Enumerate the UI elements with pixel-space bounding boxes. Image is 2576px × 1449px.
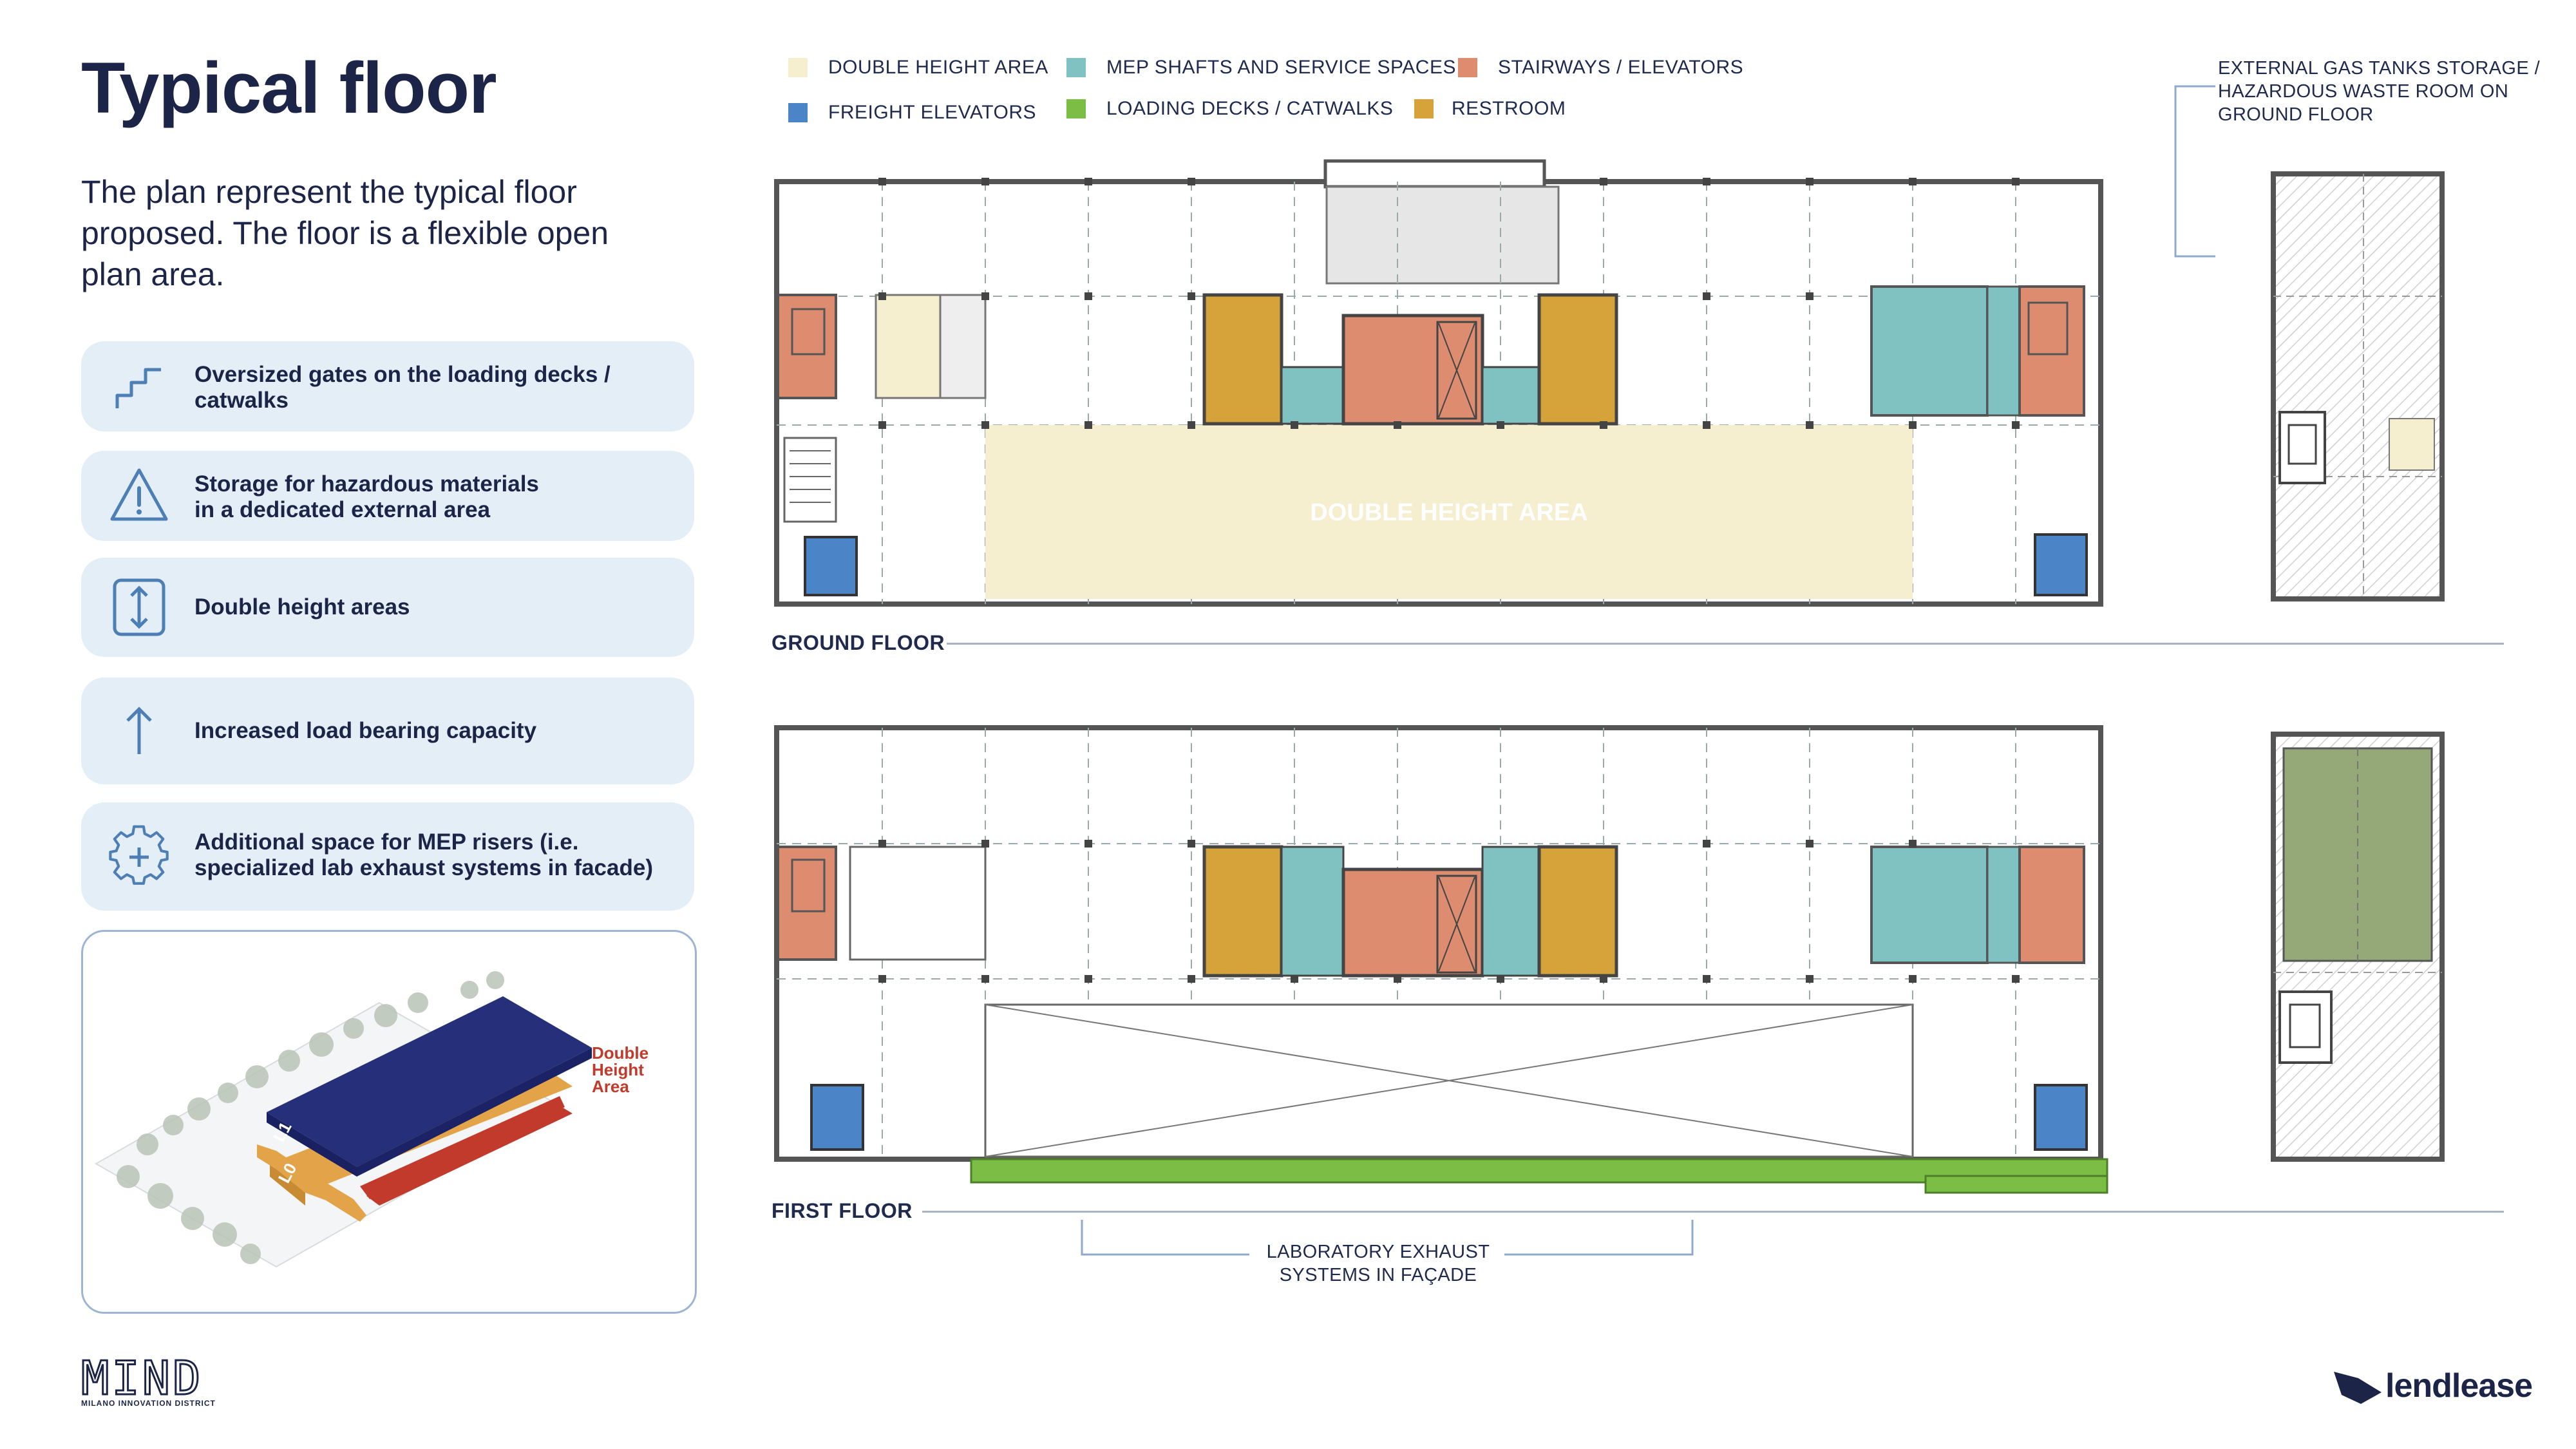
- feature-card-gates: Oversized gates on the loading decks / c…: [81, 341, 694, 431]
- gear-plus-icon: [109, 825, 169, 885]
- feature-card-mep: Additional space for MEP risers (i.e. sp…: [81, 802, 694, 911]
- warning-triangle-icon: [110, 468, 168, 521]
- lendlease-mark-icon: [2334, 1372, 2382, 1404]
- stairs-icon: [115, 368, 161, 408]
- external-storage-note: EXTERNAL GAS TANKS STORAGE / HAZARDOUS W…: [2218, 58, 2541, 125]
- external-note-bracket: [2174, 85, 2215, 258]
- legend-label: FREIGHT ELEVATORS: [828, 102, 1037, 123]
- first-floor-rule: [922, 1211, 2504, 1213]
- ground-floor-rule: [947, 643, 2504, 645]
- feature-label: Increased load bearing capacity: [194, 718, 537, 743]
- feature-label: Storage for hazardous materials in a ded…: [194, 471, 539, 522]
- feature-label: Additional space for MEP risers (i.e. sp…: [194, 829, 653, 880]
- feature-card-double-height: Double height areas: [81, 558, 694, 657]
- legend-swatch-mep: [1066, 58, 1086, 77]
- intro-text: The plan represent the typical floor pro…: [81, 174, 609, 292]
- legend-swatch-double-height: [788, 58, 808, 77]
- mind-logo-text: MIND: [80, 1351, 204, 1405]
- legend-label: DOUBLE HEIGHT AREA: [828, 57, 1048, 78]
- first-floor-plan: [774, 725, 2108, 1194]
- exhaust-note: LABORATORY EXHAUST SYSTEMS IN FAÇADE: [1266, 1242, 1490, 1285]
- ground-floor-plan: DOUBLE HEIGHT AREA: [774, 159, 2103, 607]
- legend-swatch-stairways: [1458, 58, 1477, 77]
- legend-label: LOADING DECKS / CATWALKS: [1106, 98, 1394, 119]
- legend-label: RESTROOM: [1452, 98, 1566, 119]
- legend-swatch-restroom: [1414, 99, 1434, 118]
- vertical-arrows-icon: [113, 578, 166, 636]
- axonometric-diagram: L1 L0 Double Height Area: [81, 930, 697, 1314]
- exhaust-bracket: [1081, 1220, 1694, 1256]
- legend-label: STAIRWAYS / ELEVATORS: [1498, 57, 1744, 78]
- axonometric-illustration: L1 L0 Double Height Area: [94, 971, 649, 1268]
- first-floor-label: FIRST FLOOR: [772, 1199, 913, 1222]
- double-height-watermark: DOUBLE HEIGHT AREA: [1310, 499, 1587, 526]
- legend-swatch-freight: [788, 103, 808, 122]
- up-arrow-icon: [126, 706, 152, 754]
- feature-label: Double height areas: [194, 594, 410, 620]
- mind-logo-subtitle: MILANO INNOVATION DISTRICT: [81, 1399, 216, 1408]
- site-trees: [117, 971, 504, 1264]
- external-storage-plan-ground: [2271, 171, 2445, 601]
- external-storage-plan-first: [2271, 732, 2445, 1162]
- feature-label: Oversized gates on the loading decks / c…: [194, 362, 611, 413]
- lendlease-logo-text: lendlease: [2385, 1367, 2533, 1405]
- feature-card-load: Increased load bearing capacity: [81, 677, 694, 784]
- mind-logo: MIND MILANO INNOVATION DISTRICT: [80, 1351, 216, 1408]
- legend-swatch-loading: [1066, 99, 1086, 118]
- lendlease-logo: lendlease: [2333, 1367, 2533, 1405]
- double-height-callout: Double Height Area: [592, 1045, 649, 1096]
- feature-card-hazardous: Storage for hazardous materials in a ded…: [81, 451, 694, 541]
- legend-label: MEP SHAFTS AND SERVICE SPACES: [1106, 57, 1456, 78]
- page-title: Typical floor: [81, 48, 497, 128]
- ground-floor-label: GROUND FLOOR: [772, 631, 945, 654]
